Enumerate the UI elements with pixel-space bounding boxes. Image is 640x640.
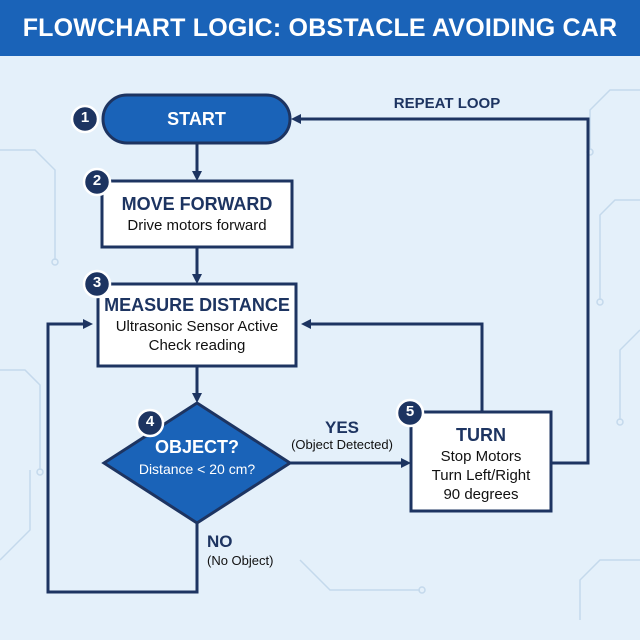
turn-line1: Stop Motors — [440, 448, 522, 465]
measure-distance-line2: Check reading — [148, 337, 246, 354]
measure-distance-box — [96, 282, 298, 368]
step-number-3: 3 — [92, 274, 102, 291]
move-forward-box — [100, 179, 294, 249]
step-badges — [70, 104, 425, 438]
step-number-2: 2 — [92, 172, 102, 189]
move-forward-title: MOVE FORWARD — [121, 194, 273, 214]
measure-distance-line1: Ultrasonic Sensor Active — [115, 318, 279, 335]
move-forward-text: Drive motors forward — [127, 217, 267, 234]
start-label: START — [167, 109, 226, 129]
no-sublabel: (No Object) — [207, 553, 274, 568]
yes-label: YES — [324, 418, 360, 437]
no-label: NO — [207, 532, 233, 551]
step-number-4: 4 — [145, 413, 155, 430]
step-number-5: 5 — [405, 403, 415, 420]
connectors — [46, 114, 590, 594]
measure-distance-title: MEASURE DISTANCE — [104, 295, 290, 315]
yes-sublabel: (Object Detected) — [291, 437, 393, 452]
turn-line2: Turn Left/Right — [431, 467, 531, 484]
arrow-turn-to-measure — [301, 319, 484, 412]
turn-box — [409, 410, 553, 513]
step-number-1: 1 — [80, 109, 90, 126]
arrow-repeat-loop — [291, 114, 590, 465]
decision-text: Distance < 20 cm? — [138, 461, 256, 477]
turn-title: TURN — [456, 425, 506, 445]
page-title: FLOWCHART LOGIC: OBSTACLE AVOIDING CAR — [0, 0, 640, 56]
decision-title: OBJECT? — [154, 437, 239, 457]
repeat-loop-label: REPEAT LOOP — [393, 95, 501, 112]
arrow-decision-no-loop — [46, 319, 199, 594]
turn-line3: 90 degrees — [443, 486, 519, 503]
start-terminal — [101, 93, 292, 145]
circuit-background — [0, 89, 640, 620]
